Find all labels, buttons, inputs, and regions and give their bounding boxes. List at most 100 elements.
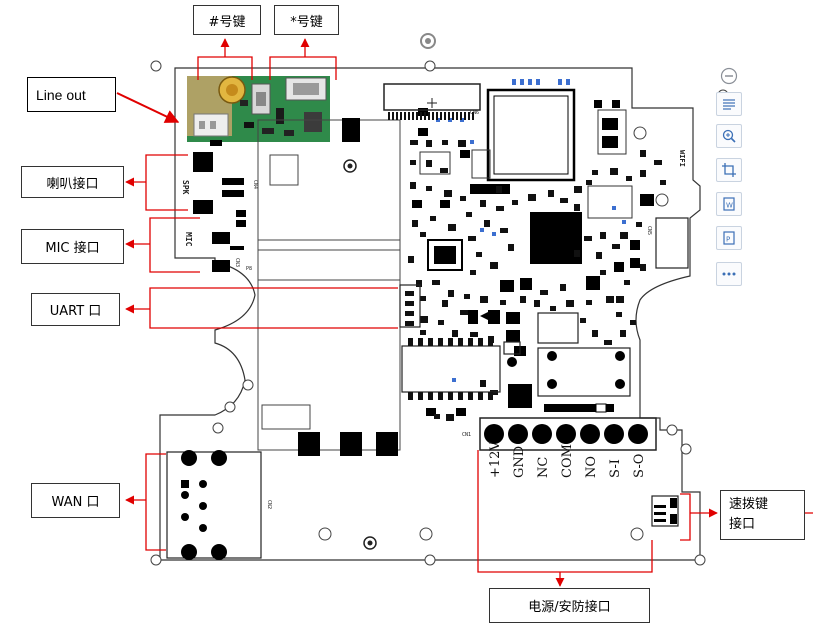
smd-pad bbox=[444, 190, 452, 197]
smd-pad bbox=[420, 232, 426, 237]
smd-pad bbox=[416, 280, 422, 287]
mounting-holes bbox=[150, 60, 729, 566]
smd-pad bbox=[586, 300, 592, 305]
smd-pad bbox=[446, 414, 454, 421]
smd-pad bbox=[420, 316, 428, 323]
terminal-screw bbox=[532, 424, 552, 444]
smd-pad bbox=[430, 216, 436, 221]
silk-spk-label: SPK bbox=[181, 180, 190, 195]
fpc-pin bbox=[400, 112, 402, 120]
fpc-pin bbox=[424, 112, 426, 120]
silk-cn3-label: CN3 bbox=[234, 258, 240, 267]
smd-pad bbox=[574, 250, 580, 257]
callout-arrows bbox=[116, 38, 813, 587]
chip-leg bbox=[478, 338, 483, 346]
terminal-screw bbox=[484, 424, 504, 444]
crop-icon[interactable] bbox=[716, 158, 742, 182]
terminal-pin-label: NO bbox=[584, 456, 599, 478]
fpc-pin bbox=[464, 112, 466, 120]
fpc-pin bbox=[416, 112, 418, 120]
terminal-pin-label: S-O bbox=[632, 454, 647, 478]
fpc-pin bbox=[432, 112, 434, 120]
zoom-in-icon[interactable] bbox=[716, 124, 742, 148]
chip-leg bbox=[468, 392, 473, 400]
viewer-toolbar: W P bbox=[713, 62, 747, 294]
smd-pad bbox=[426, 160, 432, 167]
fpc-pin bbox=[452, 112, 454, 120]
chip-leg bbox=[408, 392, 413, 400]
smd-pad bbox=[612, 244, 620, 249]
smd-pad bbox=[624, 280, 630, 285]
smd-pad bbox=[550, 306, 556, 311]
chip-leg bbox=[478, 392, 483, 400]
chip-leg bbox=[448, 392, 453, 400]
smd-pad bbox=[574, 186, 582, 193]
terminal-block bbox=[479, 417, 657, 451]
wan-jack bbox=[166, 450, 262, 560]
chip-leg bbox=[488, 392, 493, 400]
word-export-icon[interactable]: W bbox=[716, 192, 742, 216]
smd-pad bbox=[458, 140, 466, 147]
chip-leg bbox=[448, 338, 453, 346]
fpc-pin bbox=[460, 112, 462, 120]
smd-pad bbox=[610, 168, 618, 175]
silk-p8-label: P8 bbox=[246, 266, 252, 272]
terminal-pin-label: COM bbox=[560, 444, 575, 478]
smd-pad bbox=[460, 196, 466, 201]
chip-leg bbox=[438, 392, 443, 400]
smd-pad bbox=[410, 140, 418, 145]
smd-pad bbox=[410, 182, 416, 189]
smd-pad bbox=[442, 300, 448, 307]
smd-pad bbox=[616, 296, 624, 303]
chip-leg bbox=[458, 392, 463, 400]
silk-cn2-label: CN2 bbox=[266, 500, 272, 509]
terminal-screw bbox=[628, 424, 648, 444]
smd-pad bbox=[636, 222, 642, 227]
terminal-screw bbox=[508, 424, 528, 444]
line-out-label: Line out bbox=[27, 77, 116, 112]
smd-pad bbox=[408, 256, 414, 263]
fpc-pin bbox=[420, 112, 422, 120]
smd-pad bbox=[600, 270, 606, 275]
smd-pad bbox=[604, 340, 612, 345]
uart-connector bbox=[399, 284, 421, 328]
terminal-pin-label: NC bbox=[536, 457, 551, 478]
smd-pad bbox=[630, 320, 636, 325]
pdf-export-icon[interactable]: P bbox=[716, 226, 742, 250]
chip-leg bbox=[458, 338, 463, 346]
smd-pad bbox=[412, 220, 418, 227]
smd-pad bbox=[574, 204, 580, 211]
fpc-pin bbox=[444, 112, 446, 120]
smd-pad bbox=[426, 186, 432, 191]
relay-pads bbox=[480, 310, 625, 413]
smd-pad bbox=[438, 320, 444, 325]
minus-circle-icon[interactable] bbox=[716, 64, 742, 88]
smd-pad bbox=[500, 300, 506, 305]
smd-pad bbox=[586, 180, 592, 185]
smd-pad bbox=[616, 312, 622, 317]
chip-leg bbox=[488, 338, 493, 346]
smd-pad bbox=[508, 244, 514, 251]
smd-pad bbox=[534, 300, 540, 307]
smd-pad bbox=[626, 176, 632, 181]
speaker-port-label: 喇叭接口 bbox=[21, 166, 124, 198]
fpc-connector bbox=[383, 83, 481, 120]
smd-pad bbox=[440, 168, 448, 173]
silk-cn5-label: CN5 bbox=[646, 226, 652, 235]
terminal-screw bbox=[556, 424, 576, 444]
svg-text:W: W bbox=[726, 202, 733, 210]
fpc-pin bbox=[408, 112, 410, 120]
text-lines-icon[interactable] bbox=[716, 92, 742, 116]
smd-pad bbox=[620, 232, 628, 239]
smd-pad bbox=[528, 194, 536, 201]
smd-pad bbox=[640, 150, 646, 157]
more-dots-icon[interactable] bbox=[716, 262, 742, 286]
terminal-screw bbox=[580, 424, 600, 444]
fpc-pin bbox=[428, 112, 430, 120]
chip-leg bbox=[408, 338, 413, 346]
silk-cn4-label: CN4 bbox=[252, 180, 258, 189]
smd-pad bbox=[468, 236, 476, 241]
